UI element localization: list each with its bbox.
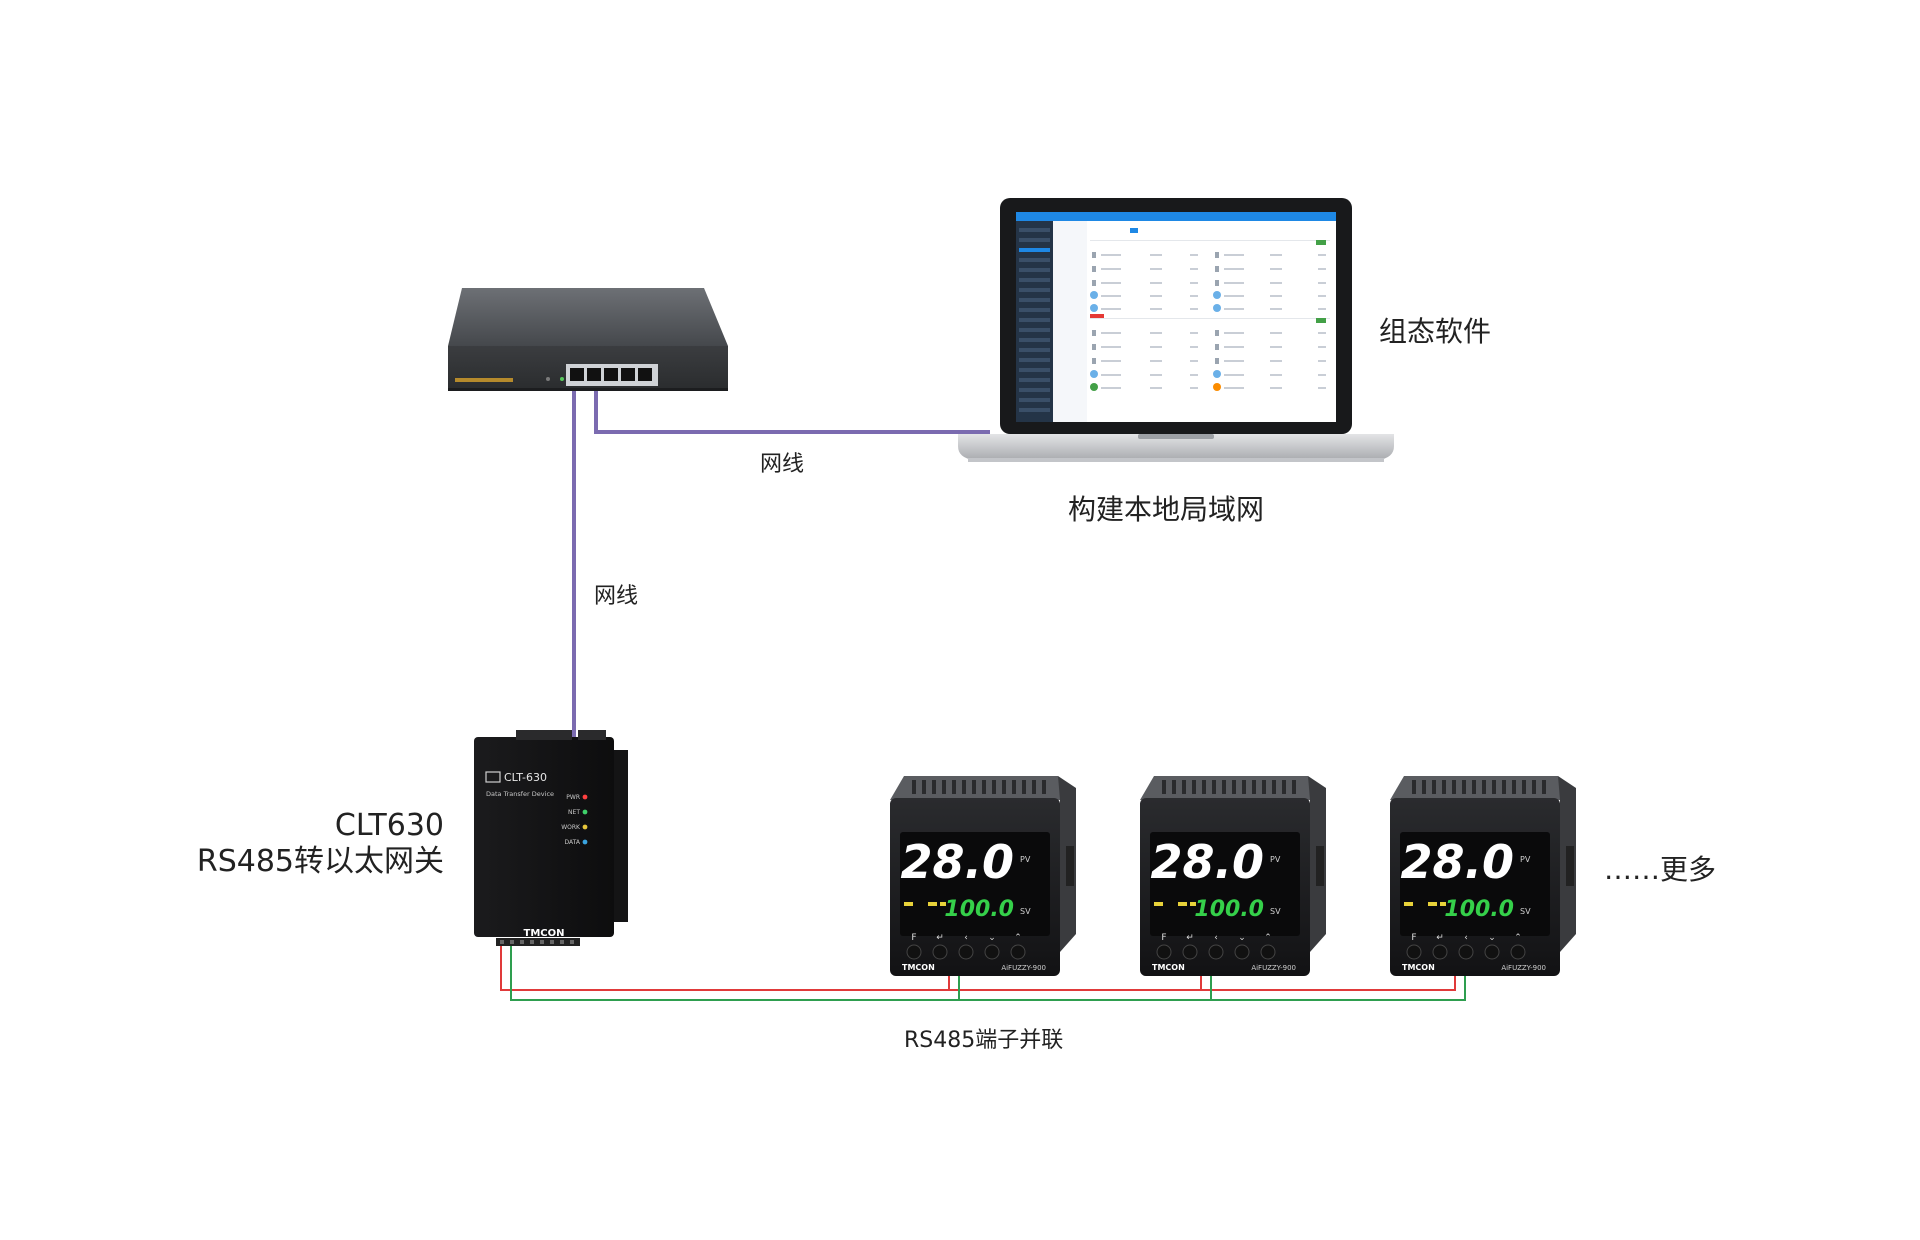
controller-model: AiFUZZY-900 — [1501, 964, 1546, 972]
controller-model: AiFUZZY-900 — [1251, 964, 1296, 972]
pv-value: 28.0 — [1401, 835, 1515, 889]
gateway-status-leds: PWR NET WORK DATA — [561, 794, 588, 846]
controller-button[interactable] — [984, 944, 1000, 960]
indicator-led — [940, 902, 946, 906]
sv-unit: SV — [1020, 907, 1031, 916]
button-icon: ‹ — [964, 933, 968, 943]
pv-unit: PV — [1520, 855, 1531, 864]
sv-value: 100.0 — [1444, 897, 1514, 922]
controller-button[interactable] — [1406, 944, 1422, 960]
button-icon: ↵ — [1436, 933, 1444, 943]
button-icon: ⌃ — [1014, 933, 1022, 943]
ethernet-cable-to-laptop — [594, 380, 990, 434]
indicator-led — [904, 902, 913, 906]
indicator-led — [1178, 902, 1187, 906]
controller-button[interactable] — [1432, 944, 1448, 960]
controller-button[interactable] — [1010, 944, 1026, 960]
button-icon: F — [1161, 933, 1166, 943]
controller-button[interactable] — [958, 944, 974, 960]
gateway-description-caption: RS485转以太网关 — [196, 844, 444, 879]
controller-button[interactable] — [1458, 944, 1474, 960]
gateway-device: CLT-630 Data Transfer Device PWR NET WOR… — [474, 730, 628, 946]
switch-brand-label — [455, 378, 513, 382]
led-label-work: WORK — [561, 824, 581, 831]
indicator-led — [1190, 902, 1196, 906]
indicator-led — [1428, 902, 1437, 906]
button-icon: ‹ — [1214, 933, 1218, 943]
network-switch — [448, 288, 728, 391]
gateway-model-caption: CLT630 — [334, 808, 444, 843]
temperature-controller-1: 28.0 PV 100.0 SV F ↵ ‹ ⌄ ⌃ TMCON AiFUZZY-900 — [890, 776, 1076, 976]
gateway-model-label: CLT-630 — [504, 771, 547, 784]
sv-value: 100.0 — [944, 897, 1014, 922]
controller-button[interactable] — [1484, 944, 1500, 960]
controller-button[interactable] — [1156, 944, 1172, 960]
button-icon: F — [911, 933, 916, 943]
software-label: 组态软件 — [1379, 315, 1492, 348]
pv-value: 28.0 — [1151, 835, 1265, 889]
lan-label: 构建本地局域网 — [1068, 493, 1265, 526]
controller-button[interactable] — [1208, 944, 1224, 960]
scada-software-screenshot — [1016, 212, 1336, 422]
button-icon: ↵ — [936, 933, 944, 943]
rs485-bus-label: RS485端子并联 — [904, 1028, 1064, 1053]
controller-button[interactable] — [932, 944, 948, 960]
sv-unit: SV — [1520, 907, 1531, 916]
controller-button[interactable] — [906, 944, 922, 960]
indicator-led — [1154, 902, 1163, 906]
controller-brand: TMCON — [902, 963, 935, 972]
led-label-data: DATA — [565, 839, 581, 846]
button-icon: ⌄ — [988, 933, 996, 943]
cable-label-horizontal: 网线 — [760, 452, 805, 477]
controller-brand: TMCON — [1402, 963, 1435, 972]
pv-unit: PV — [1020, 855, 1031, 864]
controller-button[interactable] — [1182, 944, 1198, 960]
controller-model: AiFUZZY-900 — [1001, 964, 1046, 972]
indicator-led — [1404, 902, 1413, 906]
led-label-net: NET — [568, 809, 580, 816]
button-icon: ⌄ — [1238, 933, 1246, 943]
gateway-brand-logo: TMCON — [524, 928, 565, 939]
indicator-led — [928, 902, 937, 906]
sv-unit: SV — [1270, 907, 1281, 916]
gateway-terminal-block — [496, 938, 580, 946]
controller-button[interactable] — [1260, 944, 1276, 960]
temperature-controller-2: 28.0 PV 100.0 SV F ↵ ‹ ⌄ ⌃ TMCON AiFUZZY-900 — [1140, 776, 1326, 976]
more-devices-label: ……更多 — [1604, 853, 1717, 886]
pv-unit: PV — [1270, 855, 1281, 864]
laptop — [958, 198, 1394, 462]
ethernet-port-icon — [485, 771, 501, 783]
gateway-subtitle: Data Transfer Device — [486, 790, 554, 798]
controller-button[interactable] — [1510, 944, 1526, 960]
button-icon: F — [1411, 933, 1416, 943]
pv-value: 28.0 — [901, 835, 1015, 889]
controller-brand: TMCON — [1152, 963, 1185, 972]
switch-ports — [566, 364, 658, 386]
button-icon: ↵ — [1186, 933, 1194, 943]
controller-button[interactable] — [1234, 944, 1250, 960]
led-label-pwr: PWR — [566, 794, 580, 801]
button-icon: ⌄ — [1488, 933, 1496, 943]
cable-label-vertical: 网线 — [594, 584, 639, 609]
indicator-led — [1440, 902, 1446, 906]
button-icon: ‹ — [1464, 933, 1468, 943]
button-icon: ⌃ — [1514, 933, 1522, 943]
temperature-controller-3: 28.0 PV 100.0 SV F ↵ ‹ ⌄ ⌃ TMCON AiFUZZY-900 — [1390, 776, 1576, 976]
sv-value: 100.0 — [1194, 897, 1264, 922]
button-icon: ⌃ — [1264, 933, 1272, 943]
